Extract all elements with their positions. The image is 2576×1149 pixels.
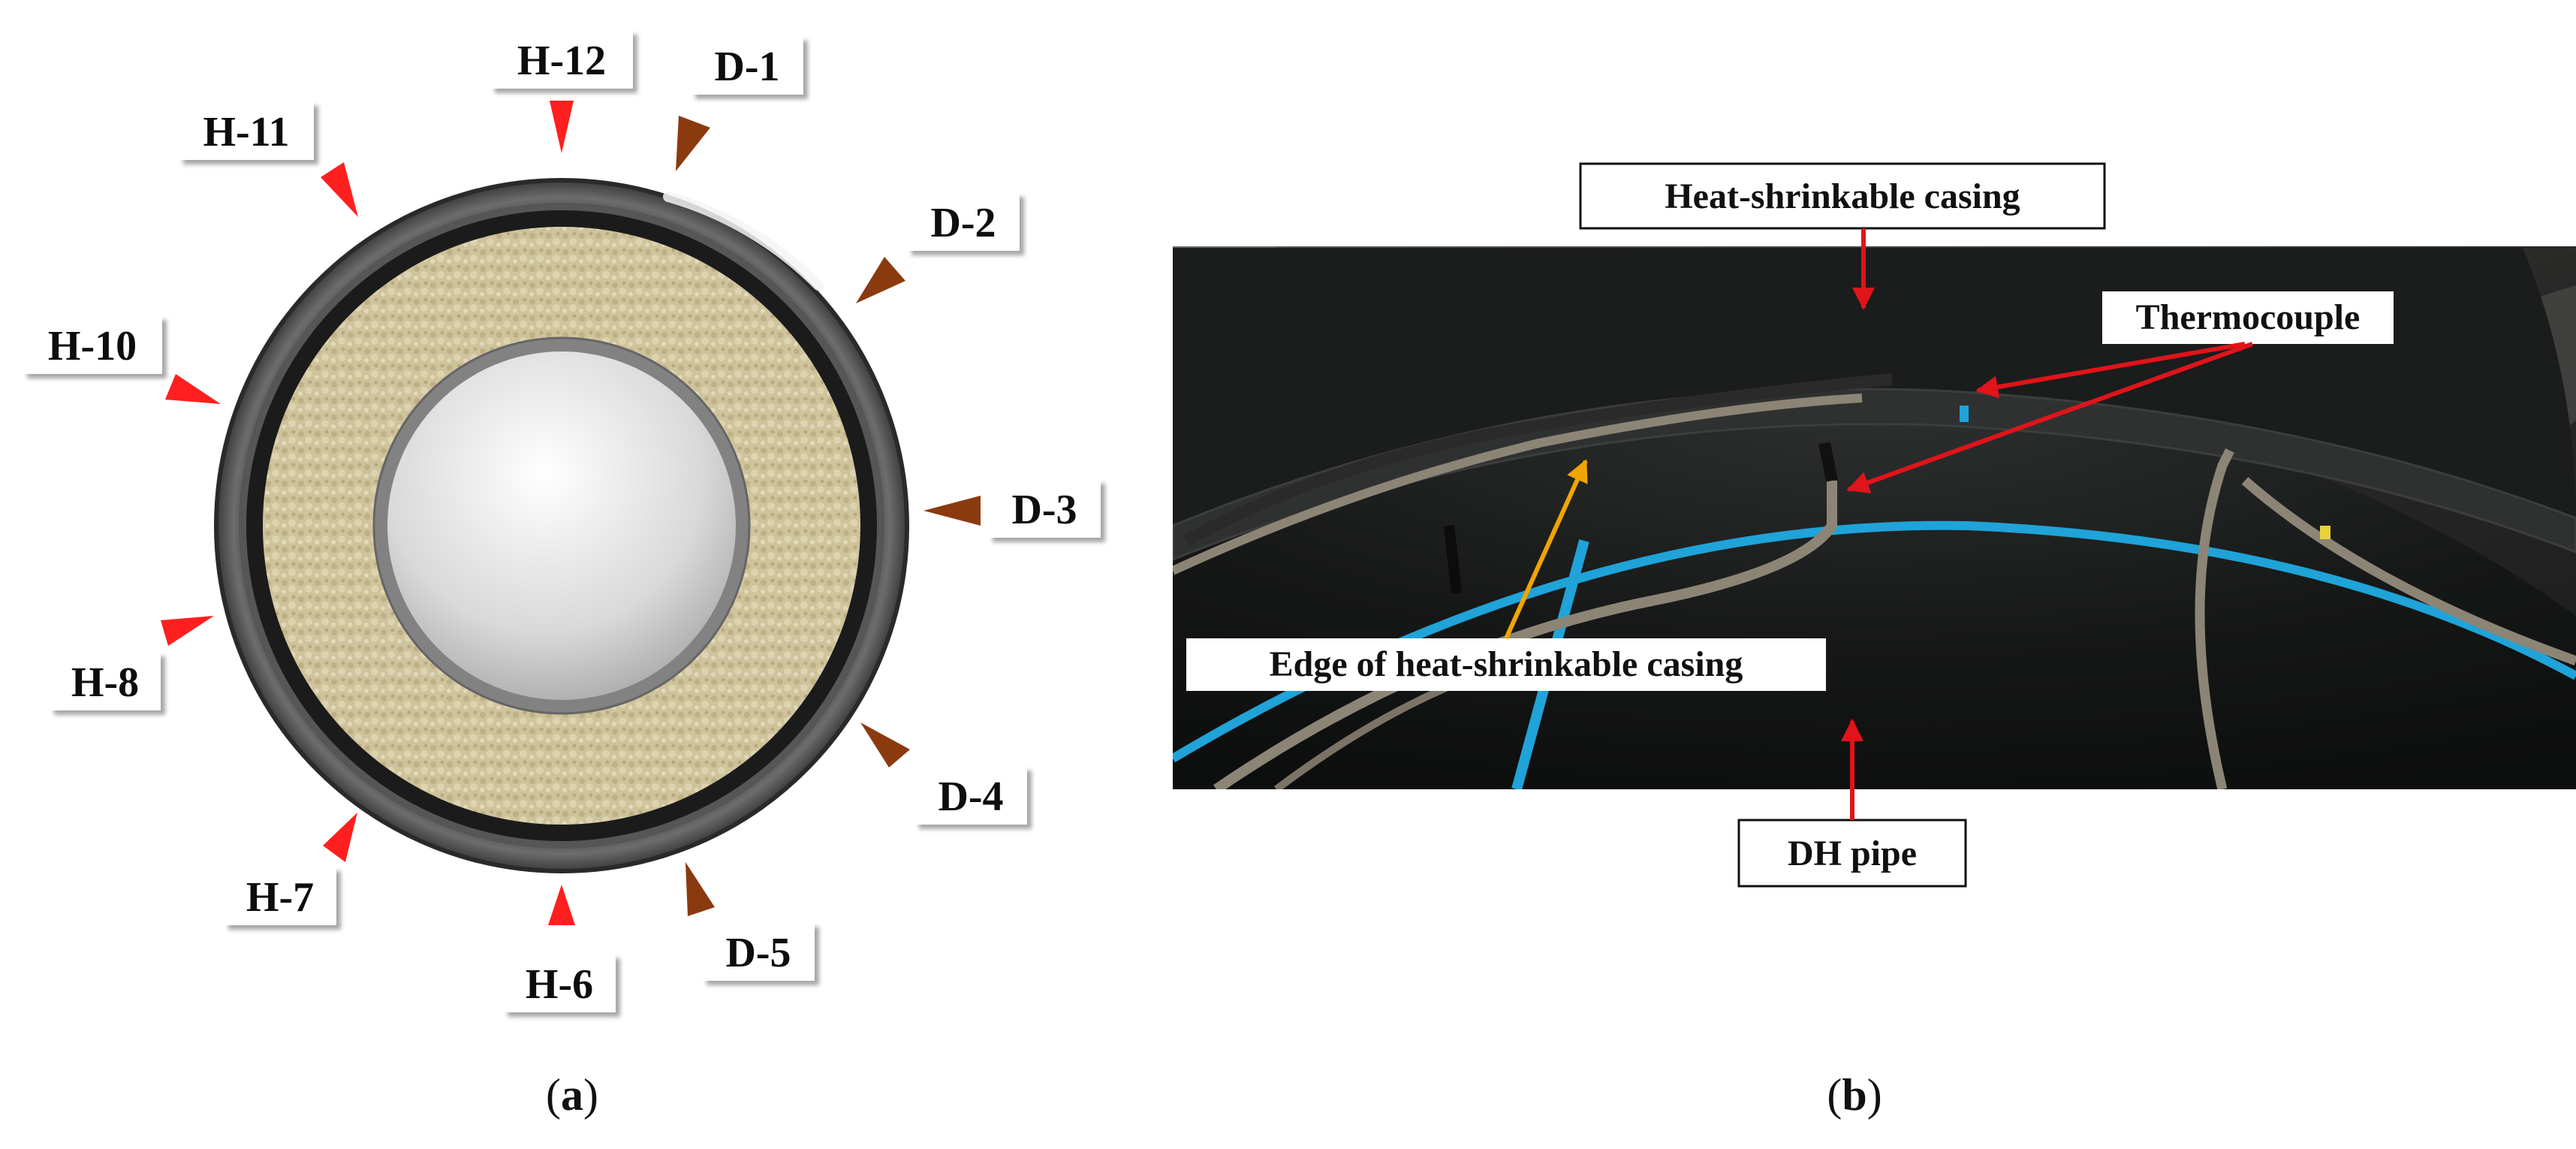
marker-d-4: [860, 722, 910, 768]
label-d-2: D-2: [907, 192, 1020, 251]
label-d-1: D-1: [691, 36, 803, 95]
svg-text:Heat-shrinkable casing: Heat-shrinkable casing: [1665, 176, 2020, 216]
label-dh-pipe: DH pipe: [1739, 820, 1966, 886]
label-h-6: H-6: [503, 954, 616, 1012]
label-edge-of-casing: Edge of heat-shrinkable casing: [1186, 638, 1826, 691]
svg-text:D-4: D-4: [938, 774, 1003, 820]
svg-text:H-8: H-8: [71, 659, 139, 706]
thermocouple-probe: [1824, 443, 1832, 481]
marker-h-6: [548, 885, 575, 925]
thermocouple-probe-2: [1449, 526, 1457, 593]
label-h-7: H-7: [224, 867, 336, 925]
panel-a: H-12 D-1 H-11 D-2 H-10 D-3 H-8 D-4 H-7 H…: [23, 30, 1101, 1120]
marker-d-3: [923, 496, 981, 526]
marker-h-12: [550, 101, 574, 153]
label-d-3: D-3: [988, 479, 1101, 538]
svg-text:Thermocouple: Thermocouple: [2136, 297, 2361, 337]
caption-b: (b): [1827, 1070, 1882, 1120]
carrier-pipe-bore: [387, 351, 736, 700]
marker-h-11: [321, 162, 358, 217]
svg-text:DH pipe: DH pipe: [1788, 834, 1917, 873]
svg-text:D-3: D-3: [1011, 487, 1077, 533]
marker-h-8: [161, 616, 214, 646]
svg-text:D-5: D-5: [725, 930, 791, 976]
label-h-8: H-8: [50, 652, 161, 710]
label-h-12: H-12: [490, 30, 633, 89]
svg-text:H-7: H-7: [246, 874, 314, 921]
svg-text:D-2: D-2: [930, 200, 996, 246]
label-heat-shrinkable-casing: Heat-shrinkable casing: [1580, 164, 2104, 228]
marker-d-2: [856, 257, 905, 303]
marker-h-7: [323, 813, 357, 862]
tape-mark: [1960, 406, 1969, 422]
label-d-5: D-5: [702, 922, 815, 981]
marker-d-5: [685, 862, 715, 916]
svg-text:H-10: H-10: [48, 323, 137, 369]
tape-mark-yellow: [2320, 526, 2330, 539]
label-d-4: D-4: [914, 766, 1027, 825]
label-h-11: H-11: [179, 101, 314, 160]
label-h-10: H-10: [23, 315, 162, 374]
svg-text:H-12: H-12: [517, 38, 606, 84]
marker-d-1: [676, 116, 710, 171]
pipe-cross-section: [216, 180, 907, 871]
marker-h-10: [165, 374, 221, 404]
svg-text:H-6: H-6: [526, 961, 593, 1008]
label-thermocouple: Thermocouple: [2102, 291, 2394, 344]
svg-text:Edge of heat-shrinkable casing: Edge of heat-shrinkable casing: [1270, 644, 1743, 684]
caption-a: (a): [546, 1070, 598, 1120]
panel-b: Heat-shrinkable casing Thermocouple Edge…: [1173, 164, 2576, 1120]
svg-text:D-1: D-1: [714, 44, 779, 90]
svg-text:H-11: H-11: [203, 109, 289, 155]
